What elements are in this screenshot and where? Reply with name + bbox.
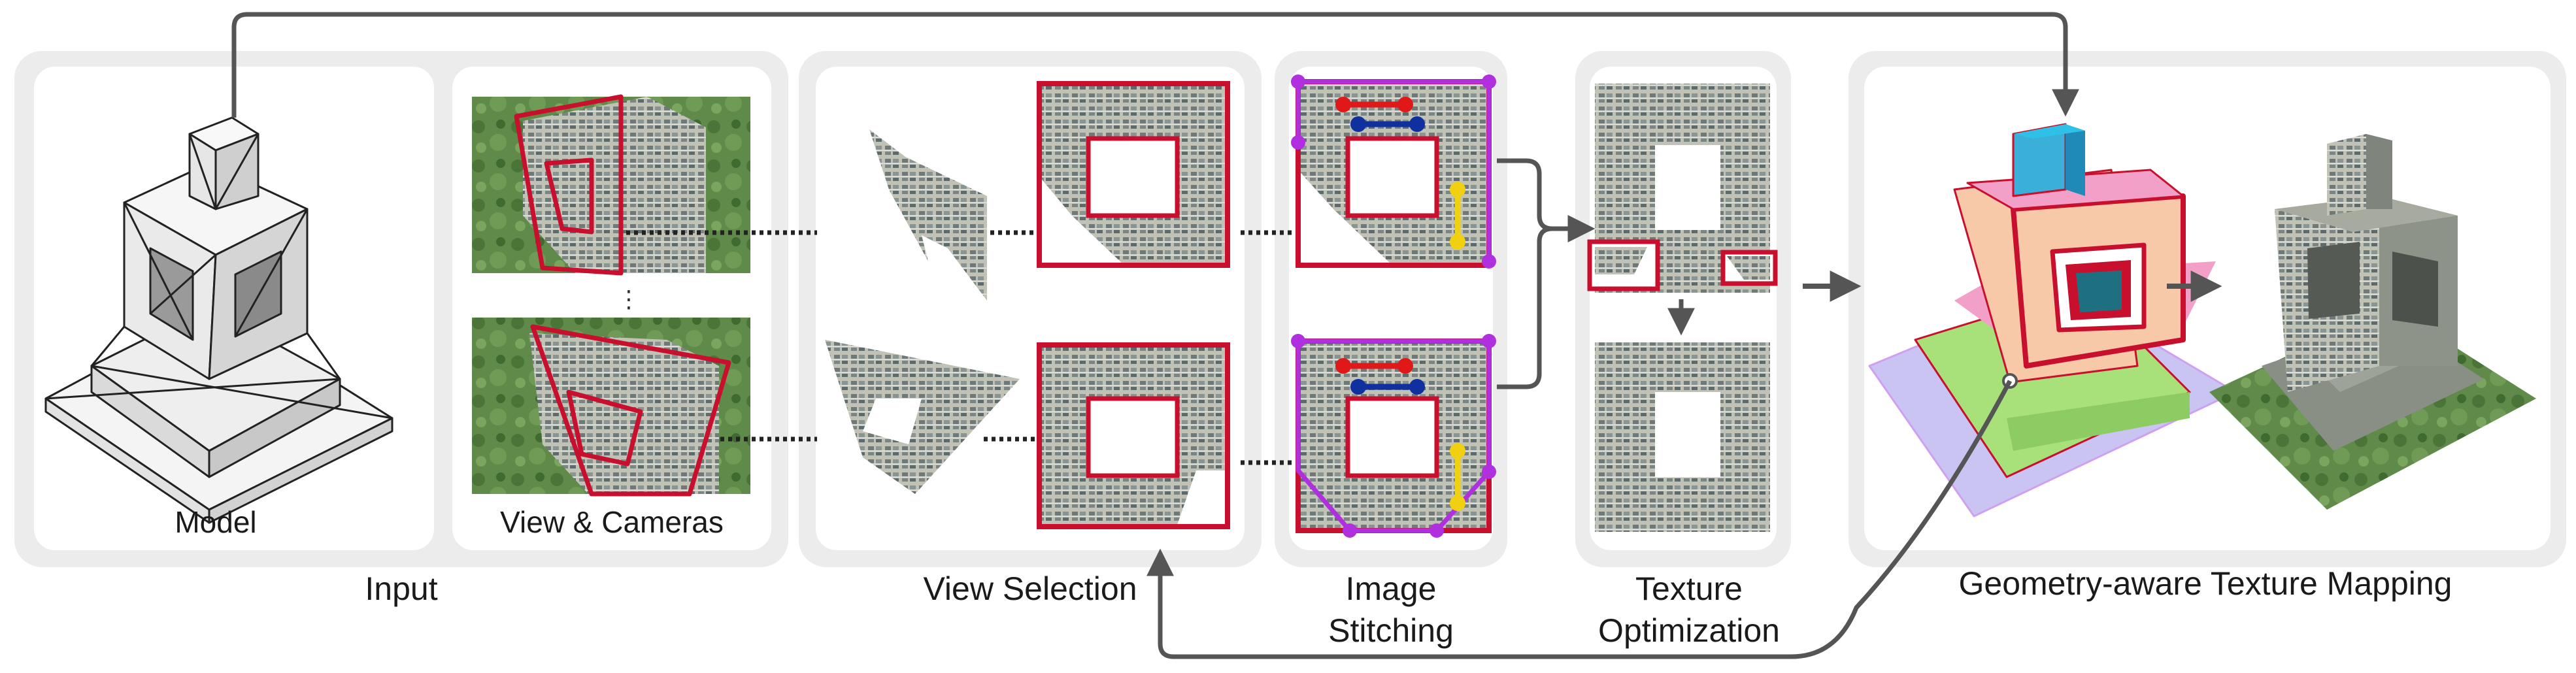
textured-model xyxy=(2209,134,2536,510)
texture-optimization-label-line1: Texture xyxy=(1635,570,1743,607)
view-selection-label: View Selection xyxy=(923,570,1137,607)
texture-optimization-label-line2: Optimization xyxy=(1598,612,1780,649)
view-cameras-label: View & Cameras xyxy=(500,505,724,539)
feedback-arrow-bottom xyxy=(1146,380,2013,659)
geometry-mapping-label: Geometry-aware Texture Mapping xyxy=(1959,565,2452,602)
texture-before xyxy=(1587,84,1778,293)
image-stitching-label-line2: Stitching xyxy=(1328,612,1454,649)
selected-texture-top xyxy=(1037,81,1230,268)
camera-view-top xyxy=(472,94,750,276)
warped-patch-bottom xyxy=(825,340,1020,494)
stitched-image-bottom xyxy=(1291,334,1496,538)
model-label: Model xyxy=(175,505,256,539)
texture-after xyxy=(1595,342,1770,532)
region-outline-bottom xyxy=(530,324,731,497)
warped-patch-top xyxy=(869,129,987,301)
wireframe-model xyxy=(44,116,393,524)
image-stitching-label-line1: Image xyxy=(1346,570,1437,607)
seam-line xyxy=(1296,79,1492,261)
merge-bracket xyxy=(1497,158,1575,389)
stitched-image-top xyxy=(1291,74,1496,269)
selected-texture-bottom xyxy=(1037,342,1230,529)
region-outline-top xyxy=(514,94,624,276)
camera-view-bottom xyxy=(472,318,750,497)
input-label: Input xyxy=(365,570,437,607)
vertical-ellipsis: ⋮ xyxy=(617,286,641,313)
feedback-arrow-top xyxy=(231,12,2079,118)
